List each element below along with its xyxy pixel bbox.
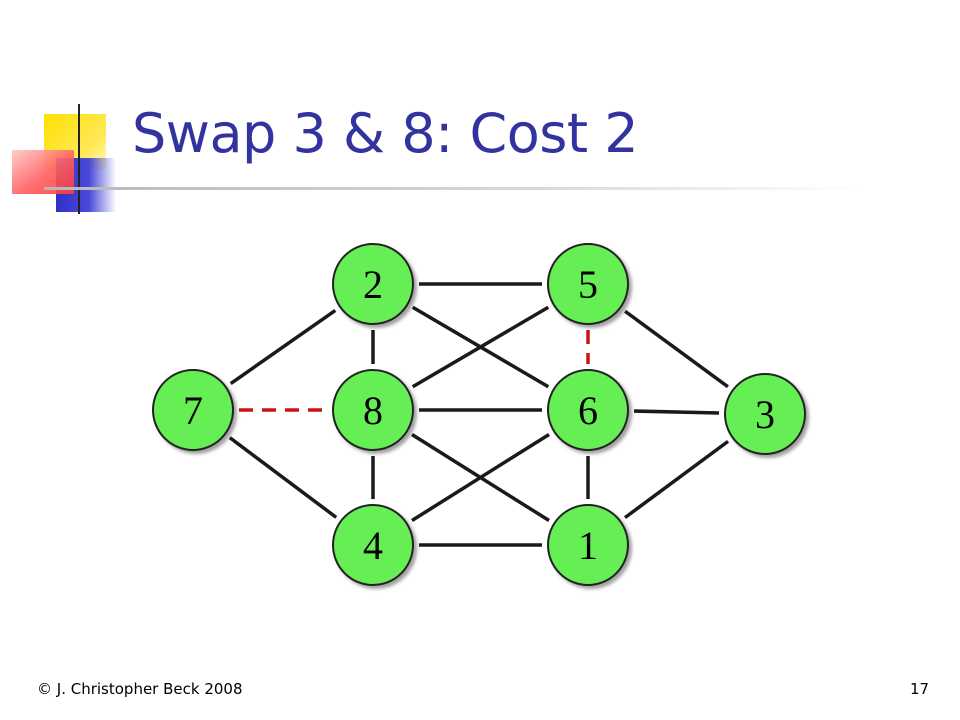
node-label: 8 bbox=[363, 388, 383, 433]
node-circle bbox=[547, 504, 629, 586]
node-circle bbox=[152, 369, 234, 451]
copyright-text: © J. Christopher Beck 2008 bbox=[37, 680, 243, 698]
node-2: 2 bbox=[332, 243, 414, 325]
node-circle bbox=[724, 373, 806, 455]
slide-title: Swap 3 & 8: Cost 2 bbox=[132, 102, 639, 165]
edge-6-3 bbox=[633, 409, 720, 415]
corner-vertical-line bbox=[78, 104, 80, 214]
edge-1-3 bbox=[623, 439, 730, 520]
node-6: 6 bbox=[547, 369, 629, 451]
node-3: 3 bbox=[724, 373, 806, 455]
edge-8-5 bbox=[411, 305, 550, 389]
node-label: 3 bbox=[755, 392, 775, 437]
node-label: 4 bbox=[363, 523, 383, 568]
title-underline bbox=[44, 187, 864, 190]
node-1: 1 bbox=[547, 504, 629, 586]
edges-layer bbox=[228, 282, 730, 547]
nodes-layer: 2 5 7 8 6 3 4 1 bbox=[152, 243, 806, 586]
node-label: 2 bbox=[363, 262, 383, 307]
node-circle bbox=[332, 243, 414, 325]
edge-7-2 bbox=[229, 308, 337, 386]
node-5: 5 bbox=[547, 243, 629, 325]
page-number: 17 bbox=[910, 680, 930, 698]
node-label: 1 bbox=[578, 523, 598, 568]
node-circle bbox=[547, 243, 629, 325]
edge-4-6 bbox=[411, 432, 550, 523]
corner-red-block bbox=[12, 150, 74, 194]
node-label: 7 bbox=[183, 388, 203, 433]
node-circle bbox=[547, 369, 629, 451]
edge-7-4 bbox=[228, 436, 338, 519]
node-label: 6 bbox=[578, 388, 598, 433]
node-circle bbox=[332, 369, 414, 451]
node-7: 7 bbox=[152, 369, 234, 451]
node-4: 4 bbox=[332, 504, 414, 586]
node-8: 8 bbox=[332, 369, 414, 451]
node-circle bbox=[332, 504, 414, 586]
edge-5-3 bbox=[624, 309, 729, 389]
node-label: 5 bbox=[578, 262, 598, 307]
